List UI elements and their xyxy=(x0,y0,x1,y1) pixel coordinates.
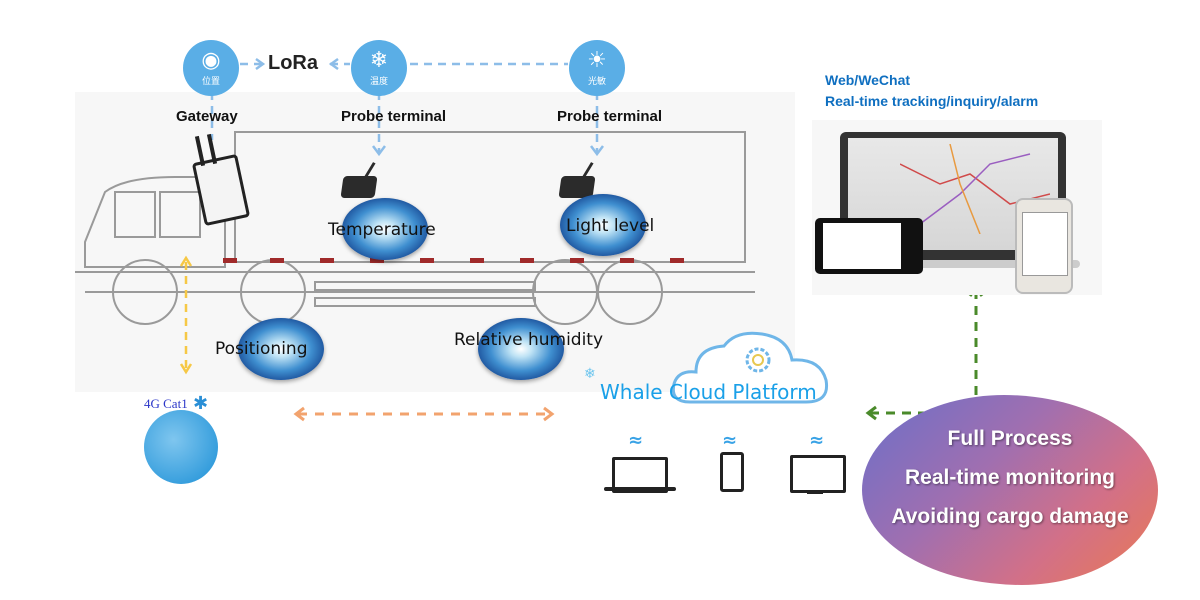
clients-title-line1: Web/WeChat xyxy=(825,72,911,88)
light-icon-node: ☀ 光敏 xyxy=(569,40,625,96)
humidity-orb-icon xyxy=(478,318,564,380)
temperature-orb-icon xyxy=(342,198,428,260)
smartphone-screen xyxy=(1022,212,1068,276)
network-label: 4G Cat1 xyxy=(144,396,188,411)
tablet-icon xyxy=(815,218,923,274)
monitor-base xyxy=(855,260,1080,268)
monitor-stand xyxy=(807,490,823,494)
probe-terminal-label-1: Probe terminal xyxy=(341,108,447,125)
tower-signal-icon: ✱ xyxy=(193,393,209,414)
smartphone-icon xyxy=(1015,198,1073,294)
positioning-label: Positioning xyxy=(215,339,308,359)
temperature-caption: 温度 xyxy=(369,77,388,87)
probe-sensor-icon xyxy=(340,176,378,198)
truck-cab xyxy=(84,176,226,268)
sun-icon: ☀ xyxy=(587,48,607,73)
benefit-line-3: Avoiding cargo damage xyxy=(891,505,1129,528)
globe-icon xyxy=(144,410,218,484)
phone-icon xyxy=(720,452,744,492)
temperature-icon-node: ❄ 温度 xyxy=(351,40,407,96)
temperature-label: Temperature xyxy=(328,220,436,240)
clients-title-line2: Real-time tracking/inquiry/alarm xyxy=(825,93,1039,109)
benefit-line-2: Real-time monitoring xyxy=(904,466,1115,489)
positioning-orb-icon xyxy=(238,318,324,380)
clients-title: Web/WeChat Real-time tracking/inquiry/al… xyxy=(825,70,1038,112)
wifi-icon: ≈ xyxy=(722,430,738,451)
lora-label: LoRa xyxy=(268,52,318,74)
location-caption: 位置 xyxy=(201,77,220,87)
benefit-line-1: Full Process xyxy=(947,427,1073,450)
light-level-orb-icon xyxy=(560,194,646,256)
location-icon-node: ◉ 位置 xyxy=(183,40,239,96)
relative-humidity-label: Relative humidity xyxy=(454,330,604,350)
wifi-icon: ≈ xyxy=(628,430,644,451)
location-pin-icon: ◉ xyxy=(201,48,221,73)
cloud-icon xyxy=(671,331,829,404)
light-caption: 光敏 xyxy=(587,77,606,87)
tablet-screen xyxy=(823,223,901,269)
probe-terminal-label-2: Probe terminal xyxy=(557,108,663,125)
wifi-icon: ≈ xyxy=(809,430,825,451)
thermometer-icon: ❄ xyxy=(369,48,389,73)
truck-panel xyxy=(75,92,795,392)
wheel-front xyxy=(112,259,178,325)
laptop-base xyxy=(604,487,676,491)
cloud-platform-title: Whale Cloud Platform xyxy=(600,380,817,404)
benefits-badge xyxy=(862,395,1158,585)
light-level-label: Light level xyxy=(566,216,655,236)
gateway-label: Gateway xyxy=(176,108,238,125)
snowflake-icon: ❄ xyxy=(584,366,596,382)
monitor-icon xyxy=(790,455,846,493)
